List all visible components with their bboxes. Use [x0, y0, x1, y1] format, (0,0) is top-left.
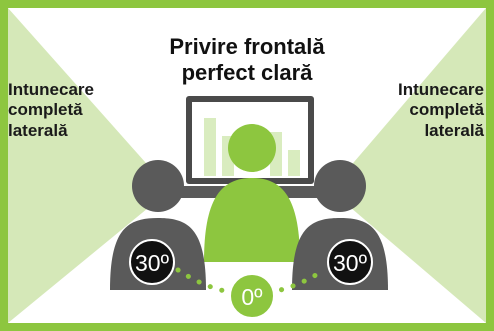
screen-bar	[204, 118, 216, 176]
right-label-line: laterală	[424, 120, 484, 140]
left-label-line: Intunecare	[8, 80, 94, 99]
right-label-line: Intunecare	[398, 80, 484, 99]
right-angle-text: 30º	[333, 250, 368, 276]
title-line-1: Privire frontală	[169, 34, 325, 59]
screen-bar	[288, 150, 300, 176]
left-angle-text: 30º	[135, 250, 170, 276]
left-side-label: Intunecare completă laterală	[8, 80, 138, 141]
center-angle-text: 0º	[241, 284, 263, 310]
left-label-line: completă	[8, 100, 83, 120]
right-side-label: Intunecare completă laterală	[354, 80, 484, 141]
right-angle-badge: 30º	[327, 239, 373, 285]
left-angle-badge: 30º	[129, 239, 175, 285]
right-label-line: completă	[409, 100, 484, 120]
left-label-line: laterală	[8, 120, 68, 140]
center-person-icon	[204, 124, 300, 262]
center-angle-badge: 0º	[229, 273, 275, 319]
title-line-2: perfect clară	[181, 60, 313, 85]
